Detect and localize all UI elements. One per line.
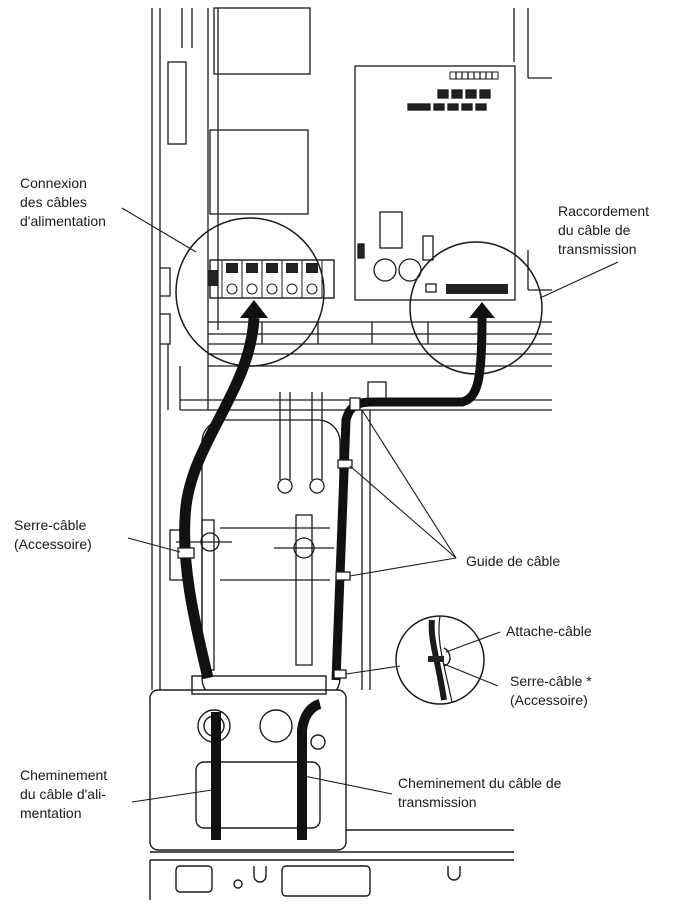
control-board (354, 65, 516, 301)
power-cable (179, 300, 268, 840)
piping (169, 392, 341, 701)
cable-guides (177, 397, 361, 679)
cable-guide-label: Guide de câble (466, 553, 560, 569)
cable-clamp-accessory-label: Serre-câble (Accessoire) (14, 517, 92, 552)
leader-lines (121, 207, 619, 803)
labels: Connexion des câbles d'alimentation Racc… (14, 175, 653, 821)
transmission-routing-label: Cheminement du câble de transmission (398, 775, 565, 810)
power-terminal-magnifier (175, 217, 335, 367)
power-routing-label: Cheminement du câble d'ali- mentation (20, 767, 111, 821)
transmission-connection-label: Raccordement du câble de transmission (558, 203, 653, 257)
cable-clamp-magnifier (395, 615, 485, 705)
cable-tie-label: Attache-câble (506, 623, 592, 639)
cable-clamp-star-label: Serre-câble * (Accessoire) (510, 673, 596, 708)
power-connection-label: Connexion des câbles d'alimentation (20, 175, 106, 229)
